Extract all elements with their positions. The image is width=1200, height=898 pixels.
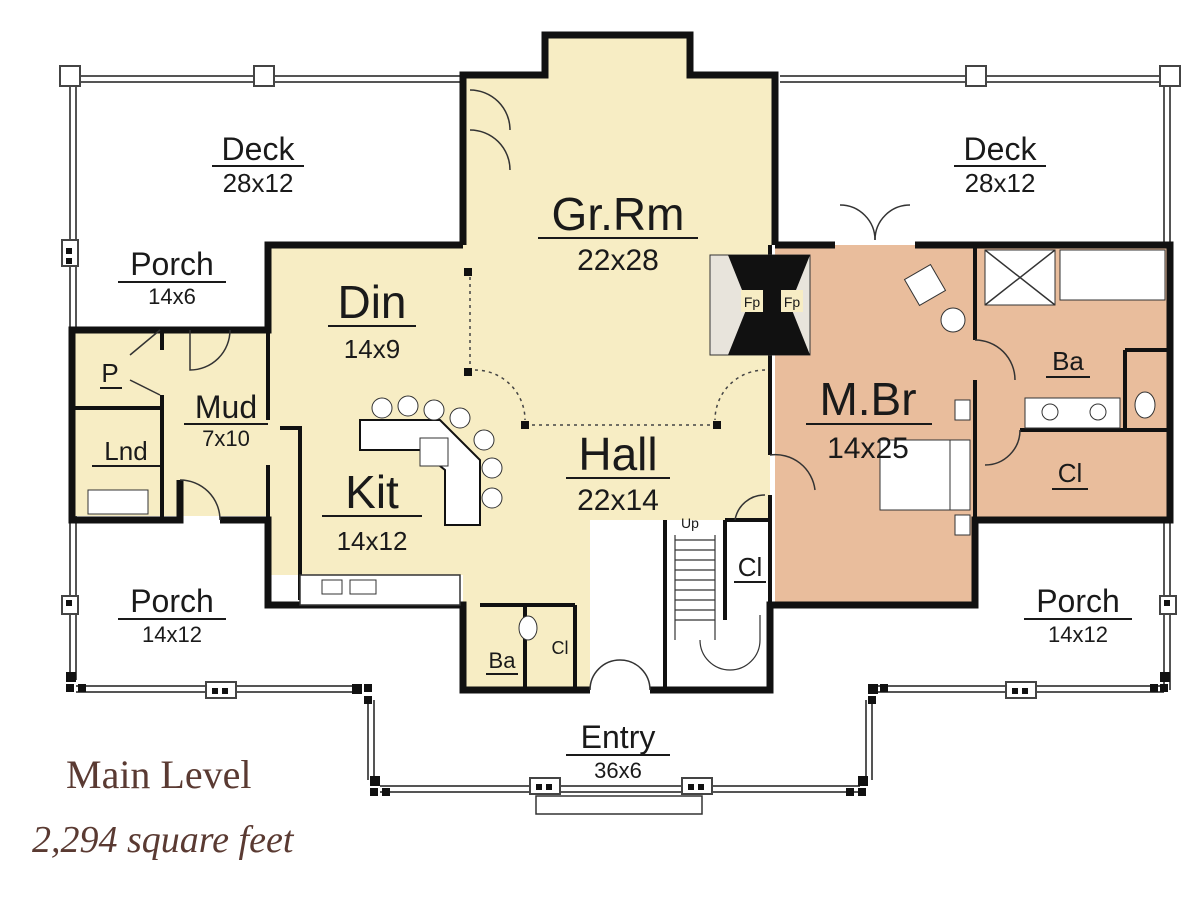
room-kitchen: Kit 14x12 [322,466,422,556]
bath-fixtures [518,249,1166,641]
room-deck-left: Deck 28x12 [212,131,304,198]
svg-text:22x28: 22x28 [577,244,659,277]
svg-text:Ba: Ba [1052,346,1084,376]
svg-text:Din: Din [337,276,406,328]
stair-up-label: Up [681,515,699,531]
svg-text:Cl: Cl [1058,458,1083,488]
corner-posts [66,248,1170,796]
room-pantry: P [100,358,122,389]
sink-icon [321,579,343,595]
svg-text:Porch: Porch [130,583,214,619]
svg-text:P: P [101,358,118,388]
svg-text:Entry: Entry [581,719,656,755]
columns [464,268,721,429]
svg-text:Kit: Kit [345,466,399,518]
washer-dryer-icon [87,489,149,515]
svg-text:14x12: 14x12 [142,622,202,647]
svg-text:14x6: 14x6 [148,284,196,309]
svg-text:28x12: 28x12 [965,168,1036,198]
svg-text:Gr.Rm: Gr.Rm [552,188,685,240]
svg-text:Deck: Deck [964,131,1038,167]
room-master-bedroom: M.Br 14x25 [806,373,932,465]
room-entry-closet: Cl [552,638,569,658]
room-deck-right: Deck 28x12 [954,131,1046,198]
svg-text:28x12: 28x12 [223,168,294,198]
room-laundry: Lnd [92,436,160,467]
svg-text:Lnd: Lnd [104,436,147,466]
room-porch-se: Porch 14x12 [1024,583,1132,647]
room-porch-sw: Porch 14x12 [118,583,226,647]
room-hall: Hall 22x14 [566,428,670,517]
staircase [674,535,761,671]
walls [68,31,1174,694]
room-great-room: Gr.Rm 22x28 [538,188,698,277]
svg-text:36x6: 36x6 [594,758,642,783]
svg-text:Porch: Porch [1036,583,1120,619]
svg-text:Deck: Deck [222,131,296,167]
svg-text:Cl: Cl [552,638,569,658]
room-entry: Entry 36x6 [566,719,670,783]
plan-title: Main Level [66,752,252,797]
plan-subtitle: 2,294 square feet [32,819,295,861]
svg-text:14x9: 14x9 [344,334,400,364]
room-porch-nw: Porch 14x6 [118,246,226,309]
svg-text:M.Br: M.Br [819,373,916,425]
svg-text:14x12: 14x12 [1048,622,1108,647]
range-icon [349,579,377,595]
svg-text:7x10: 7x10 [202,426,250,451]
fireplace-label-right: Fp [784,294,801,310]
fireplace [709,254,811,356]
svg-text:14x25: 14x25 [827,432,909,465]
master-bed [879,263,971,536]
room-master-bath: Ba [1046,346,1090,378]
master-fill [775,245,1170,605]
svg-text:Porch: Porch [130,246,214,282]
svg-text:14x12: 14x12 [337,526,408,556]
svg-text:Mud: Mud [195,389,257,425]
kitchen-island [359,395,503,526]
room-powder-bath: Ba [486,648,518,675]
stair-area [665,520,770,690]
door-swings [129,89,1021,691]
svg-text:Cl: Cl [738,552,763,582]
svg-text:22x14: 22x14 [577,484,659,517]
room-dining: Din 14x9 [328,276,416,364]
room-hall-closet: Cl [734,552,766,583]
room-mud: Mud 7x10 [184,389,268,451]
svg-text:Ba: Ba [489,648,517,673]
svg-text:Hall: Hall [578,428,657,480]
fireplace-label-left: Fp [744,294,761,310]
room-master-closet: Cl [1052,458,1088,490]
